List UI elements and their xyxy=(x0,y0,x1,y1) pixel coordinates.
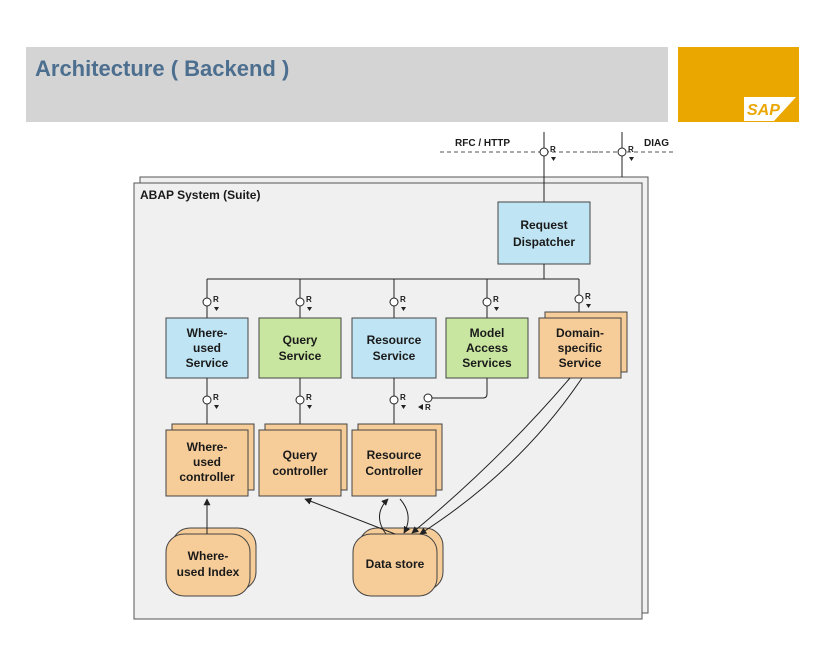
diag-label: DIAG xyxy=(644,138,669,149)
request-dispatcher xyxy=(497,201,591,265)
domain-specific-service xyxy=(538,317,622,379)
interface-markers: R R R R R R R R R R R xyxy=(202,145,634,412)
query-service-interface xyxy=(295,297,305,307)
where-used-controller-line-2: used xyxy=(193,455,221,469)
resource-controller-line-2: Controller xyxy=(365,464,423,478)
query-service-line-2: Service xyxy=(279,349,322,363)
dispatcher-line-1: Request xyxy=(520,218,567,232)
model-access-link xyxy=(432,378,488,399)
sap-logo-text: SAP xyxy=(747,102,780,119)
query-service-line-1: Query xyxy=(283,333,318,347)
domain-service-line-2: specific xyxy=(558,341,603,355)
rfc-interface-arrow xyxy=(551,157,556,161)
where-used-service-interface xyxy=(202,297,212,307)
query-service-interface-r: R xyxy=(306,295,312,304)
query-controller-interface-arrow xyxy=(307,405,312,409)
rfc-http-label: RFC / HTTP xyxy=(455,138,510,149)
model-access-resource-interface-arrow xyxy=(418,404,423,410)
sap-logo: SAP xyxy=(744,97,796,121)
model-access-line-1: Model xyxy=(470,326,505,340)
store-to-resource-arrow xyxy=(379,498,389,535)
model-access-interface xyxy=(482,297,492,307)
where-used-service-line-1: Where- xyxy=(187,326,228,340)
where-used-service-interface-r: R xyxy=(213,295,219,304)
query-service-interface-arrow xyxy=(307,307,312,311)
query-controller-interface-r: R xyxy=(306,393,312,402)
where-used-controller-interface xyxy=(202,395,212,405)
title-bar xyxy=(26,47,668,122)
diag-interface-circle xyxy=(617,147,627,157)
where-used-controller-line-3: controller xyxy=(179,470,235,484)
diag-interface-r: R xyxy=(628,145,634,154)
model-access-line-3: Services xyxy=(462,356,512,370)
model-access-interface-arrow xyxy=(494,307,499,311)
resource-service-interface xyxy=(389,297,399,307)
resource-service-interface-arrow xyxy=(401,307,406,311)
domain-to-store-arrow-1 xyxy=(411,377,571,534)
model-access-resource-interface-r: R xyxy=(425,403,431,412)
system-label: ABAP System (Suite) xyxy=(140,188,260,202)
domain-service-line-1: Domain- xyxy=(556,326,604,340)
domain-to-store-arrow-2 xyxy=(419,377,583,535)
where-used-controller xyxy=(165,429,249,497)
resource-controller xyxy=(351,429,437,497)
where-used-service xyxy=(165,317,249,379)
dispatcher-line-2: Dispatcher xyxy=(513,235,575,249)
resource-to-store-arrow xyxy=(399,498,411,534)
resource-controller-line-1: Resource xyxy=(367,448,422,462)
where-used-controller-interface-r: R xyxy=(213,393,219,402)
resource-controller-interface-r: R xyxy=(400,393,406,402)
resource-service-interface-r: R xyxy=(400,295,406,304)
rfc-interface-r: R xyxy=(550,145,556,154)
where-used-service-line-2: used xyxy=(193,341,221,355)
where-used-index-line-1: Where- xyxy=(188,549,229,563)
diag-interface-arrow xyxy=(629,157,634,161)
store-to-query-arrow xyxy=(304,498,396,535)
domain-service-interface-arrow xyxy=(586,304,591,308)
query-controller-line-1: Query xyxy=(283,448,318,462)
query-controller xyxy=(258,429,342,497)
page-title: Architecture ( Backend ) xyxy=(35,56,290,81)
resource-controller-interface xyxy=(389,395,399,405)
domain-service-interface xyxy=(574,294,584,304)
resource-service-line-2: Service xyxy=(373,349,416,363)
model-access-line-2: Access xyxy=(466,341,508,355)
where-used-controller-line-1: Where- xyxy=(187,440,228,454)
query-controller-line-2: controller xyxy=(272,464,328,478)
data-store-label: Data store xyxy=(366,557,425,571)
domain-service-line-3: Service xyxy=(559,356,602,370)
resource-service-line-1: Resource xyxy=(367,333,422,347)
where-used-service-interface-arrow xyxy=(214,307,219,311)
resource-controller-interface-arrow xyxy=(401,405,406,409)
resource-service xyxy=(351,317,437,379)
model-access-interface-r: R xyxy=(493,295,499,304)
domain-service-interface-r: R xyxy=(585,292,591,301)
query-controller-interface xyxy=(295,395,305,405)
where-used-index-line-2: used Index xyxy=(177,565,240,579)
model-access-resource-interface xyxy=(423,393,433,403)
where-used-service-line-3: Service xyxy=(186,356,229,370)
query-service xyxy=(258,317,342,379)
where-used-index xyxy=(165,533,251,597)
rfc-interface-circle xyxy=(539,147,549,157)
where-used-controller-interface-arrow xyxy=(214,405,219,409)
